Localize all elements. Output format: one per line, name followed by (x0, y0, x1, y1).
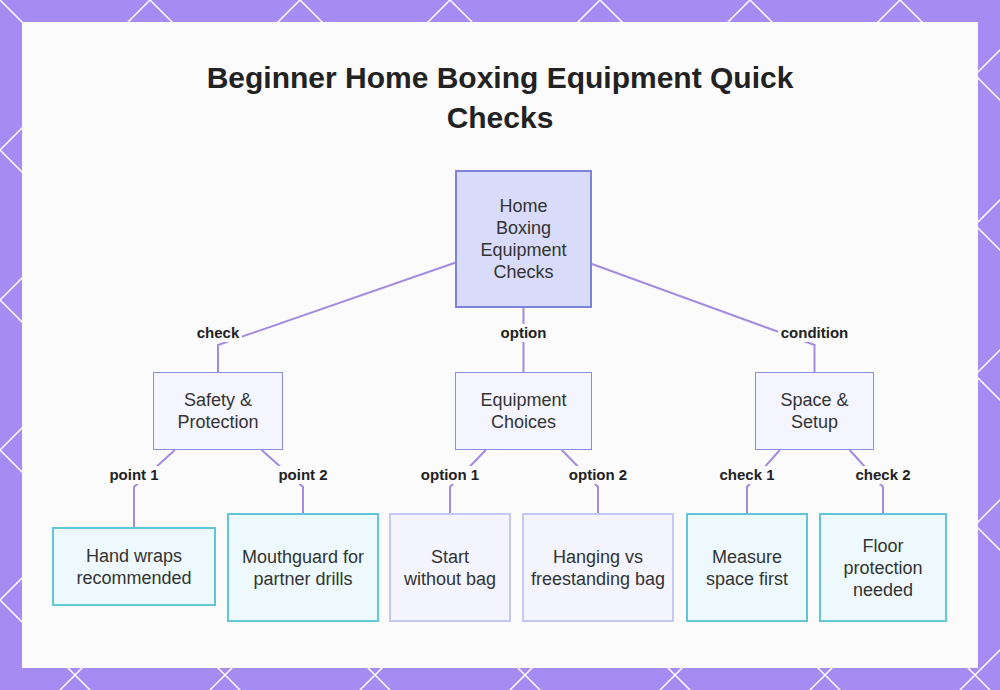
box-label: Safety & Protection (160, 389, 276, 433)
box-label: Measure space first (697, 546, 797, 590)
topic-box: Mouthguard for partner drills (227, 513, 379, 622)
edge-label: option (498, 324, 550, 342)
box-label: Equipment Choices (464, 389, 584, 433)
edge-label: check 2 (852, 466, 913, 484)
box-label: Hanging vs freestanding bag (530, 546, 666, 590)
connector (134, 450, 175, 527)
topic-box: Space & Setup (755, 372, 874, 450)
root-box: Home Boxing Equipment Checks (455, 170, 592, 308)
box-label: Start without bag (400, 546, 500, 590)
edge-label: check (194, 324, 243, 342)
connector-line (592, 264, 815, 372)
topic-box: Equipment Choices (455, 372, 592, 450)
topic-box: Start without bag (389, 513, 511, 622)
box-label: Space & Setup (765, 389, 865, 433)
topic-box: Hanging vs freestanding bag (522, 513, 674, 622)
topic-box: Measure space first (686, 513, 808, 622)
topic-box: Safety & Protection (153, 372, 283, 450)
connector (218, 263, 455, 372)
panel (22, 22, 978, 668)
edge-label: option 2 (566, 466, 630, 484)
box-label: Hand wraps recommended (59, 545, 209, 589)
topic-box: Floor protection needed (819, 513, 947, 622)
connector (592, 264, 815, 372)
box-label: Mouthguard for partner drills (234, 546, 372, 590)
diagram-title: Beginner Home Boxing Equipment Quick Che… (160, 58, 840, 138)
connector-line (218, 263, 455, 372)
edge-label: option 1 (418, 466, 482, 484)
box-label: Floor protection needed (828, 535, 938, 601)
connector-line (134, 450, 175, 527)
box-label: Home Boxing Equipment Checks (476, 195, 572, 283)
edge-label: point 1 (106, 466, 161, 484)
topic-box: Hand wraps recommended (52, 527, 216, 606)
edge-label: condition (778, 324, 852, 342)
edge-label: check 1 (716, 466, 777, 484)
edge-label: point 2 (275, 466, 330, 484)
